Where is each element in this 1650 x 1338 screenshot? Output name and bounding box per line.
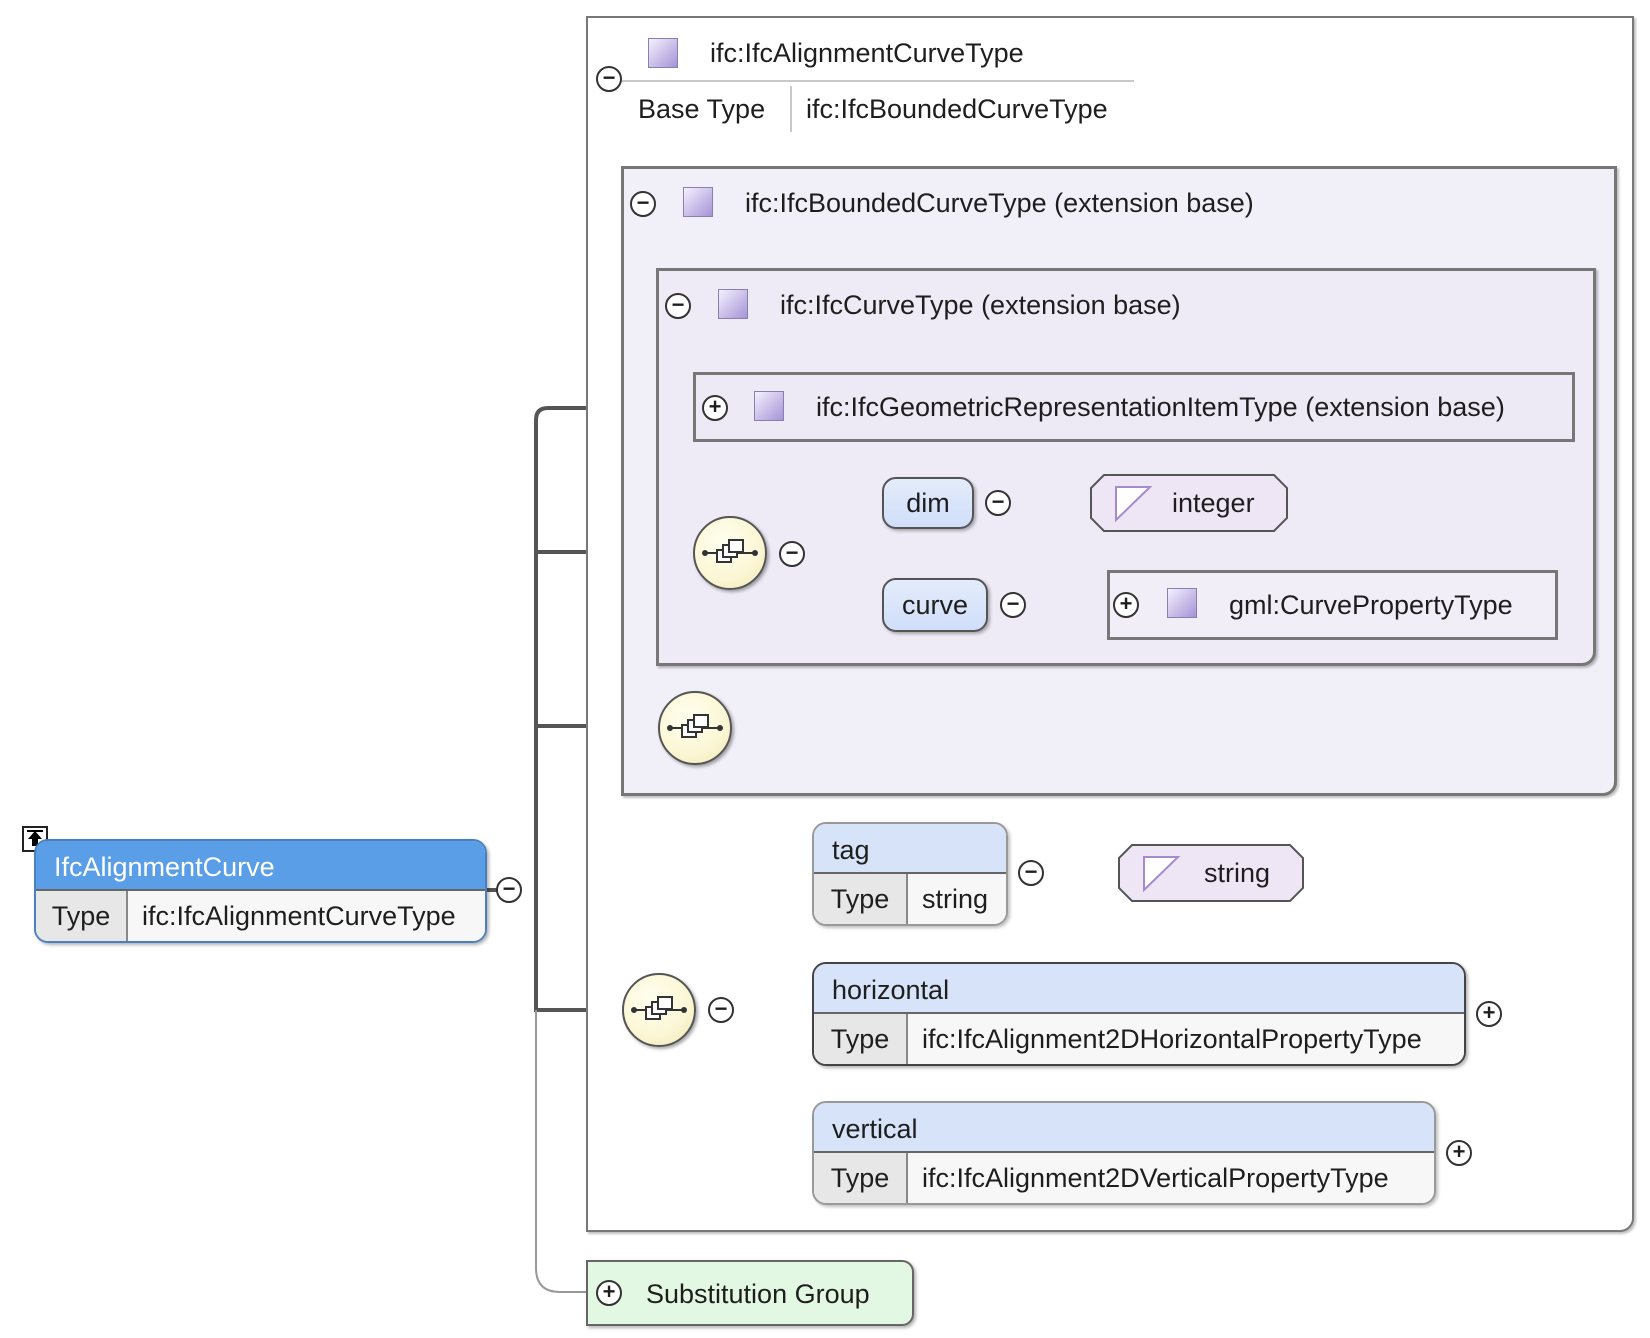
element-tag-type-key: Type	[814, 874, 908, 924]
base-type-value: ifc:IfcBoundedCurveType	[806, 94, 1108, 124]
element-horizontal-type-value: ifc:IfcAlignment2DHorizontalPropertyType	[908, 1014, 1464, 1064]
complex-type-icon	[683, 187, 713, 217]
complex-type-icon	[648, 38, 678, 68]
root-element-ifcalignmentcurve[interactable]: IfcAlignmentCurve Type ifc:IfcAlignmentC…	[34, 839, 487, 943]
element-horizontal-name: horizontal	[814, 964, 1464, 1016]
element-tag[interactable]: tag Type string	[812, 822, 1008, 926]
complex-type-collapse-toggle[interactable]: −	[596, 66, 622, 92]
element-vertical[interactable]: vertical Type ifc:IfcAlignment2DVertical…	[812, 1101, 1436, 1205]
sequence-compositor-icon[interactable]	[622, 973, 696, 1047]
complex-type-name: ifc:IfcAlignmentCurveType	[710, 38, 1024, 68]
element-horizontal[interactable]: horizontal Type ifc:IfcAlignment2DHorizo…	[812, 962, 1466, 1066]
simple-type-string[interactable]: string	[1118, 844, 1304, 902]
attribute-curve-toggle[interactable]: −	[1000, 592, 1026, 618]
curve-type-label: ifc:IfcCurveType (extension base)	[780, 290, 1181, 320]
sequence-compositor-icon[interactable]	[693, 516, 767, 590]
element-vertical-type-value: ifc:IfcAlignment2DVerticalPropertyType	[908, 1153, 1434, 1203]
element-tag-toggle[interactable]: −	[1018, 860, 1044, 886]
element-tag-type-value: string	[908, 874, 1006, 924]
geometric-item-label: ifc:IfcGeometricRepresentationItemType (…	[816, 392, 1505, 422]
root-element-name: IfcAlignmentCurve	[36, 841, 485, 893]
bounded-curve-collapse-toggle[interactable]: −	[630, 191, 656, 217]
root-type-value: ifc:IfcAlignmentCurveType	[128, 891, 485, 941]
sequence-compositor-icon[interactable]	[658, 691, 732, 765]
attribute-dim-toggle[interactable]: −	[985, 490, 1011, 516]
complex-type-icon	[754, 391, 784, 421]
attribute-curve[interactable]: curve	[882, 578, 988, 632]
element-vertical-name: vertical	[814, 1103, 1434, 1155]
complex-type-icon	[1167, 588, 1197, 618]
substitution-group-expand-toggle[interactable]: +	[596, 1280, 622, 1306]
complex-type-icon	[718, 289, 748, 319]
attribute-dim[interactable]: dim	[882, 477, 974, 529]
element-tag-name: tag	[814, 824, 1006, 876]
substitution-group-label: Substitution Group	[646, 1279, 870, 1309]
element-vertical-expand-toggle[interactable]: +	[1446, 1140, 1472, 1166]
simple-type-string-label: string	[1204, 858, 1271, 888]
base-type-row-divider	[790, 86, 792, 132]
simple-type-integer-label: integer	[1172, 488, 1255, 518]
element-horizontal-type-key: Type	[814, 1014, 908, 1064]
gml-curve-expand-toggle[interactable]: +	[1113, 592, 1139, 618]
child-sequence-toggle[interactable]: −	[708, 997, 734, 1023]
complex-type-divider	[622, 80, 1134, 82]
gml-curve-property-type-label: gml:CurvePropertyType	[1229, 590, 1513, 620]
root-collapse-toggle[interactable]: −	[496, 877, 522, 903]
attribute-sequence-toggle[interactable]: −	[779, 541, 805, 567]
element-vertical-type-key: Type	[814, 1153, 908, 1203]
simple-type-integer[interactable]: integer	[1090, 474, 1288, 532]
element-horizontal-expand-toggle[interactable]: +	[1476, 1001, 1502, 1027]
substitution-group-box[interactable]	[586, 1260, 914, 1326]
bounded-curve-label: ifc:IfcBoundedCurveType (extension base)	[745, 188, 1254, 218]
geometric-item-extension-box[interactable]	[693, 372, 1575, 442]
root-type-key: Type	[36, 891, 128, 941]
base-type-key: Base Type	[638, 94, 766, 124]
geometric-item-expand-toggle[interactable]: +	[702, 395, 728, 421]
curve-type-collapse-toggle[interactable]: −	[665, 293, 691, 319]
